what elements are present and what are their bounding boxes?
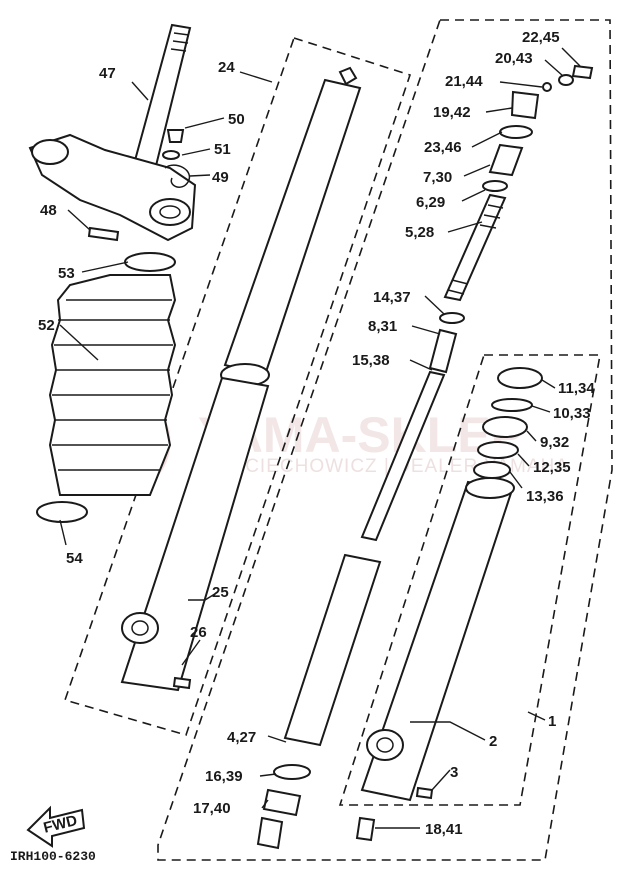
callout-19-42: 19,42	[433, 104, 471, 121]
cap-assembly	[482, 64, 594, 192]
callout-3: 3	[450, 764, 458, 781]
air-valve	[338, 66, 358, 86]
cap-bolt-19	[510, 90, 540, 120]
bolt-3	[415, 786, 434, 800]
oil-seal-9	[482, 416, 528, 438]
callout-50: 50	[228, 111, 245, 128]
ball-21	[542, 82, 552, 92]
callout-2: 2	[489, 733, 497, 750]
under-bracket-assembly	[28, 23, 197, 242]
clip-10	[491, 398, 533, 412]
callout-1: 1	[548, 713, 556, 730]
callout-21-44: 21,44	[445, 73, 483, 90]
cable-guide-49	[164, 164, 191, 188]
callout-53: 53	[58, 265, 75, 282]
callout-26: 26	[190, 624, 207, 641]
diagram-code: IRH100-6230	[10, 849, 96, 864]
callout-10-33: 10,33	[553, 405, 591, 422]
bushing-13	[473, 461, 511, 479]
callout-6-29: 6,29	[416, 194, 445, 211]
inner-tube-4	[283, 553, 382, 747]
boot-clamp-53	[124, 252, 176, 272]
callout-16-39: 16,39	[205, 768, 243, 785]
fwd-arrow-icon	[26, 805, 86, 848]
callout-18-41: 18,41	[425, 821, 463, 838]
spacer-7	[488, 143, 524, 177]
callout-51: 51	[214, 141, 231, 158]
dust-seal-11	[497, 367, 543, 389]
bolt-26	[172, 676, 192, 690]
callout-13-36: 13,36	[526, 488, 564, 505]
oring-20	[558, 74, 574, 86]
washer-51	[162, 150, 180, 160]
callout-17-40: 17,40	[193, 800, 231, 817]
callout-20-43: 20,43	[495, 50, 533, 67]
callout-5-28: 5,28	[405, 224, 434, 241]
rebound-spring-8	[428, 328, 458, 374]
fork-spring	[443, 193, 507, 302]
piece-17	[256, 816, 284, 850]
callout-23-46: 23,46	[424, 139, 462, 156]
pinch-bolt-48	[87, 226, 120, 242]
callout-4-27: 4,27	[227, 729, 256, 746]
callout-labels: 47 50 51 49 48 53 52 54 24 25 26 22,45 2…	[38, 29, 595, 838]
callout-48: 48	[40, 202, 57, 219]
rubber-boot-52	[48, 274, 177, 496]
bolt-18	[355, 816, 376, 842]
outer-tube-25	[120, 376, 270, 692]
fwd-arrow: FWD	[26, 805, 86, 848]
bolt-50	[166, 129, 185, 143]
washer-6	[482, 180, 508, 192]
callout-14-37: 14,37	[373, 289, 411, 306]
callout-54: 54	[66, 550, 83, 567]
callout-8-31: 8,31	[368, 318, 397, 335]
outer-tube-assembly	[120, 66, 362, 692]
piece-16	[262, 788, 302, 817]
circlip-14	[439, 312, 465, 324]
callout-12-35: 12,35	[533, 459, 571, 476]
callout-15-38: 15,38	[352, 352, 390, 369]
oil-lock-16	[273, 764, 311, 780]
seal-stack	[473, 367, 543, 479]
washer-12	[477, 441, 519, 459]
callout-47: 47	[99, 65, 116, 82]
inner-fork-group-outline	[157, 19, 613, 861]
oring-23	[499, 125, 533, 139]
boot-clamp-54	[36, 501, 88, 523]
valve-22	[571, 64, 594, 80]
fork-boot-assembly	[36, 252, 177, 523]
callout-7-30: 7,30	[423, 169, 452, 186]
callout-9-32: 9,32	[540, 434, 569, 451]
inner-leg-assembly	[355, 477, 515, 842]
callout-25: 25	[212, 584, 229, 601]
watermark-subtitle: WOJCIECHOWICZ | DEALER YAMAHA	[200, 456, 569, 477]
outer-tube-24	[223, 78, 362, 377]
callout-11-34: 11,34	[558, 380, 595, 397]
callout-52: 52	[38, 317, 55, 334]
fork-leg-group-outline	[338, 354, 601, 806]
damper-rod-15	[360, 370, 446, 542]
leader-lines	[59, 47, 581, 829]
damper-assembly	[256, 193, 507, 850]
callout-49: 49	[212, 169, 229, 186]
callout-24: 24	[218, 59, 235, 76]
callout-22-45: 22,45	[522, 29, 560, 46]
